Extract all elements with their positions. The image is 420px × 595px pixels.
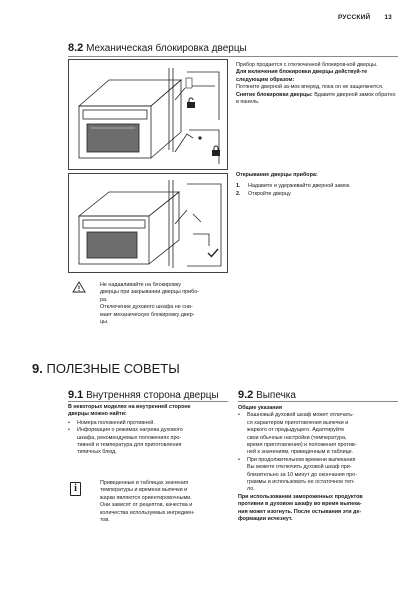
- section-9-heading: 9. ПОЛЕЗНЫЕ СОВЕТЫ: [32, 361, 180, 376]
- check-icon: [207, 248, 219, 258]
- section-9-2-heading: 9.2 Выпечка: [238, 389, 296, 401]
- door-lock-text: Прибор продается с отключенной блокиров-…: [236, 62, 396, 106]
- oven-illustration-1: [77, 68, 220, 164]
- section-9-title: ПОЛЕЗНЫЕ СОВЕТЫ: [46, 361, 180, 376]
- open-title: Открывание дверцы прибора:: [236, 172, 318, 178]
- intro-text: Прибор продается с отключенной блокиров-…: [236, 62, 378, 68]
- page-header: РУССКИЙ 13: [326, 14, 392, 21]
- general-title: Общие указания: [238, 405, 282, 411]
- frozen-note: При использовании замороженных продуктов…: [238, 493, 363, 523]
- disable-text: Вдавите дверной замок обратно в панель.: [236, 91, 396, 106]
- warning-text: Не надавливайте на блокировку дверцы при…: [100, 282, 200, 326]
- section-9-2-rule: [238, 401, 398, 402]
- section-8-2-number: 8.2: [68, 42, 84, 54]
- section-8-2-title: Механическая блокировка дверцы: [86, 43, 247, 54]
- section-8-2-heading: 8.2 Механическая блокировка дверцы: [68, 42, 247, 54]
- lock-open-icon: [187, 97, 195, 108]
- door-opening-text: Открывание дверцы прибора: 1. Надавите и…: [236, 172, 396, 198]
- section-9-1-body: В некоторых моделях на внутренней сторон…: [68, 404, 230, 457]
- page-number: 13: [384, 14, 392, 21]
- inner-door-lead: В некоторых моделях на внутренней сторон…: [68, 404, 191, 418]
- inner-door-bullet-2: • Информация о режимах нагрева духового …: [68, 427, 183, 456]
- figure-door-lock-enable: [68, 59, 228, 170]
- info-text: Приведенные в таблицах значения температ…: [100, 480, 195, 524]
- header-language: РУССКИЙ: [337, 14, 371, 21]
- baking-bullet-2: • При продолжительном времени выпекания …: [238, 456, 357, 493]
- section-8-2-rule: [68, 56, 398, 57]
- enable-title: Для включения блокировки дверцы действуй…: [236, 69, 368, 83]
- section-9-1-heading: 9.1 Внутренняя сторона дверцы: [68, 389, 219, 401]
- baking-bullet-1: • Вашновый духовой шкаф может отличать- …: [238, 412, 357, 456]
- inner-door-bullet-1: • Номера положений противней.: [68, 419, 155, 426]
- enable-text: Потяните дверной за-мок вперед, пока он …: [236, 84, 384, 91]
- figure-door-opening: [68, 173, 228, 273]
- warning-icon: [72, 281, 86, 293]
- open-step-2: 2. Откройте дверцу.: [236, 191, 292, 198]
- section-9-number: 9.: [32, 361, 43, 376]
- section-9-1-rule: [68, 401, 228, 402]
- lock-closed-icon: [212, 145, 220, 156]
- info-icon: i: [70, 482, 81, 496]
- disable-title: Снятие блокировки дверцы:: [236, 91, 313, 98]
- open-step-1: 1. Надавите и удерживайте дверной замок.: [236, 183, 351, 190]
- section-9-2-body: Общие указания • Вашновый духовой шкаф м…: [238, 405, 400, 524]
- oven-illustration-2: [77, 180, 222, 268]
